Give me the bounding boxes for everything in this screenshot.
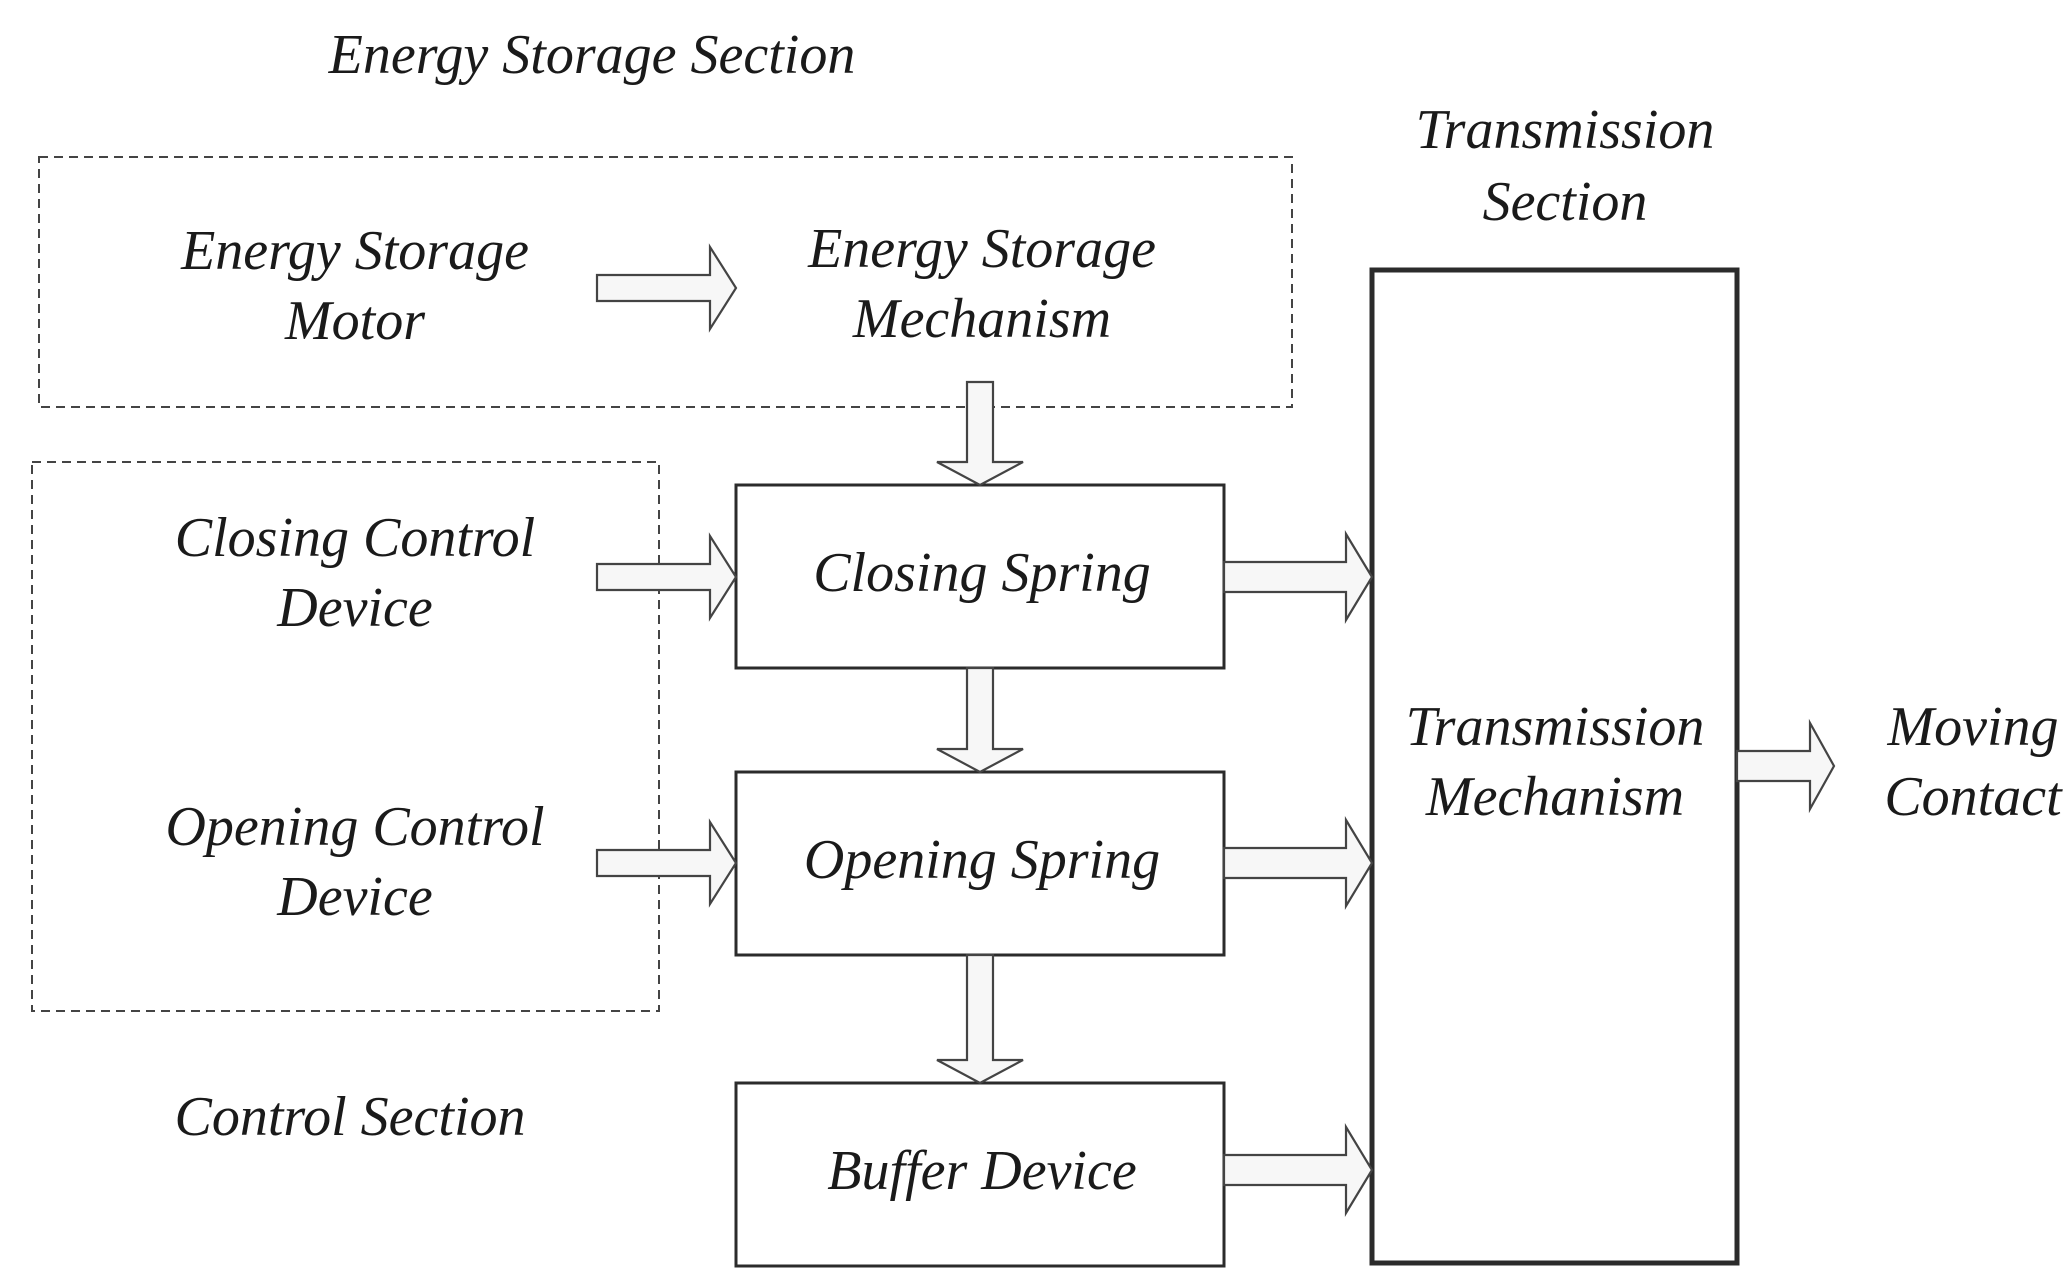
energy-storage-section-outline [38, 156, 1293, 408]
arrow-closing-spring-to-opening-spring [936, 666, 1024, 774]
opening-control-device-label-line2: Device [276, 866, 432, 928]
transmission-mechanism-box [1369, 267, 1740, 1266]
transmission-section-title-line2: Section [1483, 171, 1648, 233]
arrow-mechanism-to-closing-spring [936, 380, 1024, 487]
energy-storage-section-title: Energy Storage Section [328, 24, 856, 86]
arrow-opening-control-to-opening-spring [595, 818, 738, 908]
energy-storage-motor-label-line1: Energy Storage [180, 220, 529, 282]
arrow-buffer-to-transmission [1222, 1123, 1374, 1217]
closing-control-device-label-line1: Closing Control [175, 507, 535, 569]
transmission-mechanism-label-line2: Mechanism [1425, 766, 1684, 828]
transmission-section-title-line1: Transmission [1416, 99, 1715, 161]
opening-control-device-label-line1: Opening Control [165, 796, 544, 858]
arrow-opening-spring-to-buffer [936, 953, 1024, 1085]
arrow-transmission-to-moving-contact [1735, 718, 1836, 814]
opening-spring-box [734, 770, 1226, 957]
arrow-opening-spring-to-transmission [1222, 816, 1374, 910]
moving-contact-label-line2: Contact [1884, 766, 2063, 828]
transmission-mechanism-label-line1: Transmission [1406, 696, 1705, 758]
arrow-motor-to-mechanism [595, 243, 738, 333]
buffer-device-label: Buffer Device [827, 1140, 1136, 1202]
control-section-title: Control Section [174, 1086, 525, 1148]
arrow-closing-spring-to-transmission [1222, 530, 1374, 624]
moving-contact-label-line1: Moving [1886, 696, 2058, 758]
energy-storage-motor-label-line2: Motor [284, 290, 425, 352]
closing-spring-label: Closing Spring [813, 542, 1151, 604]
opening-spring-label: Opening Spring [804, 829, 1160, 891]
energy-storage-mechanism-label-line1: Energy Storage [807, 218, 1156, 280]
arrow-closing-control-to-closing-spring [595, 532, 738, 622]
closing-control-device-label-line2: Device [276, 577, 432, 639]
control-section-outline [31, 461, 660, 1012]
energy-storage-mechanism-label-line2: Mechanism [852, 288, 1111, 350]
